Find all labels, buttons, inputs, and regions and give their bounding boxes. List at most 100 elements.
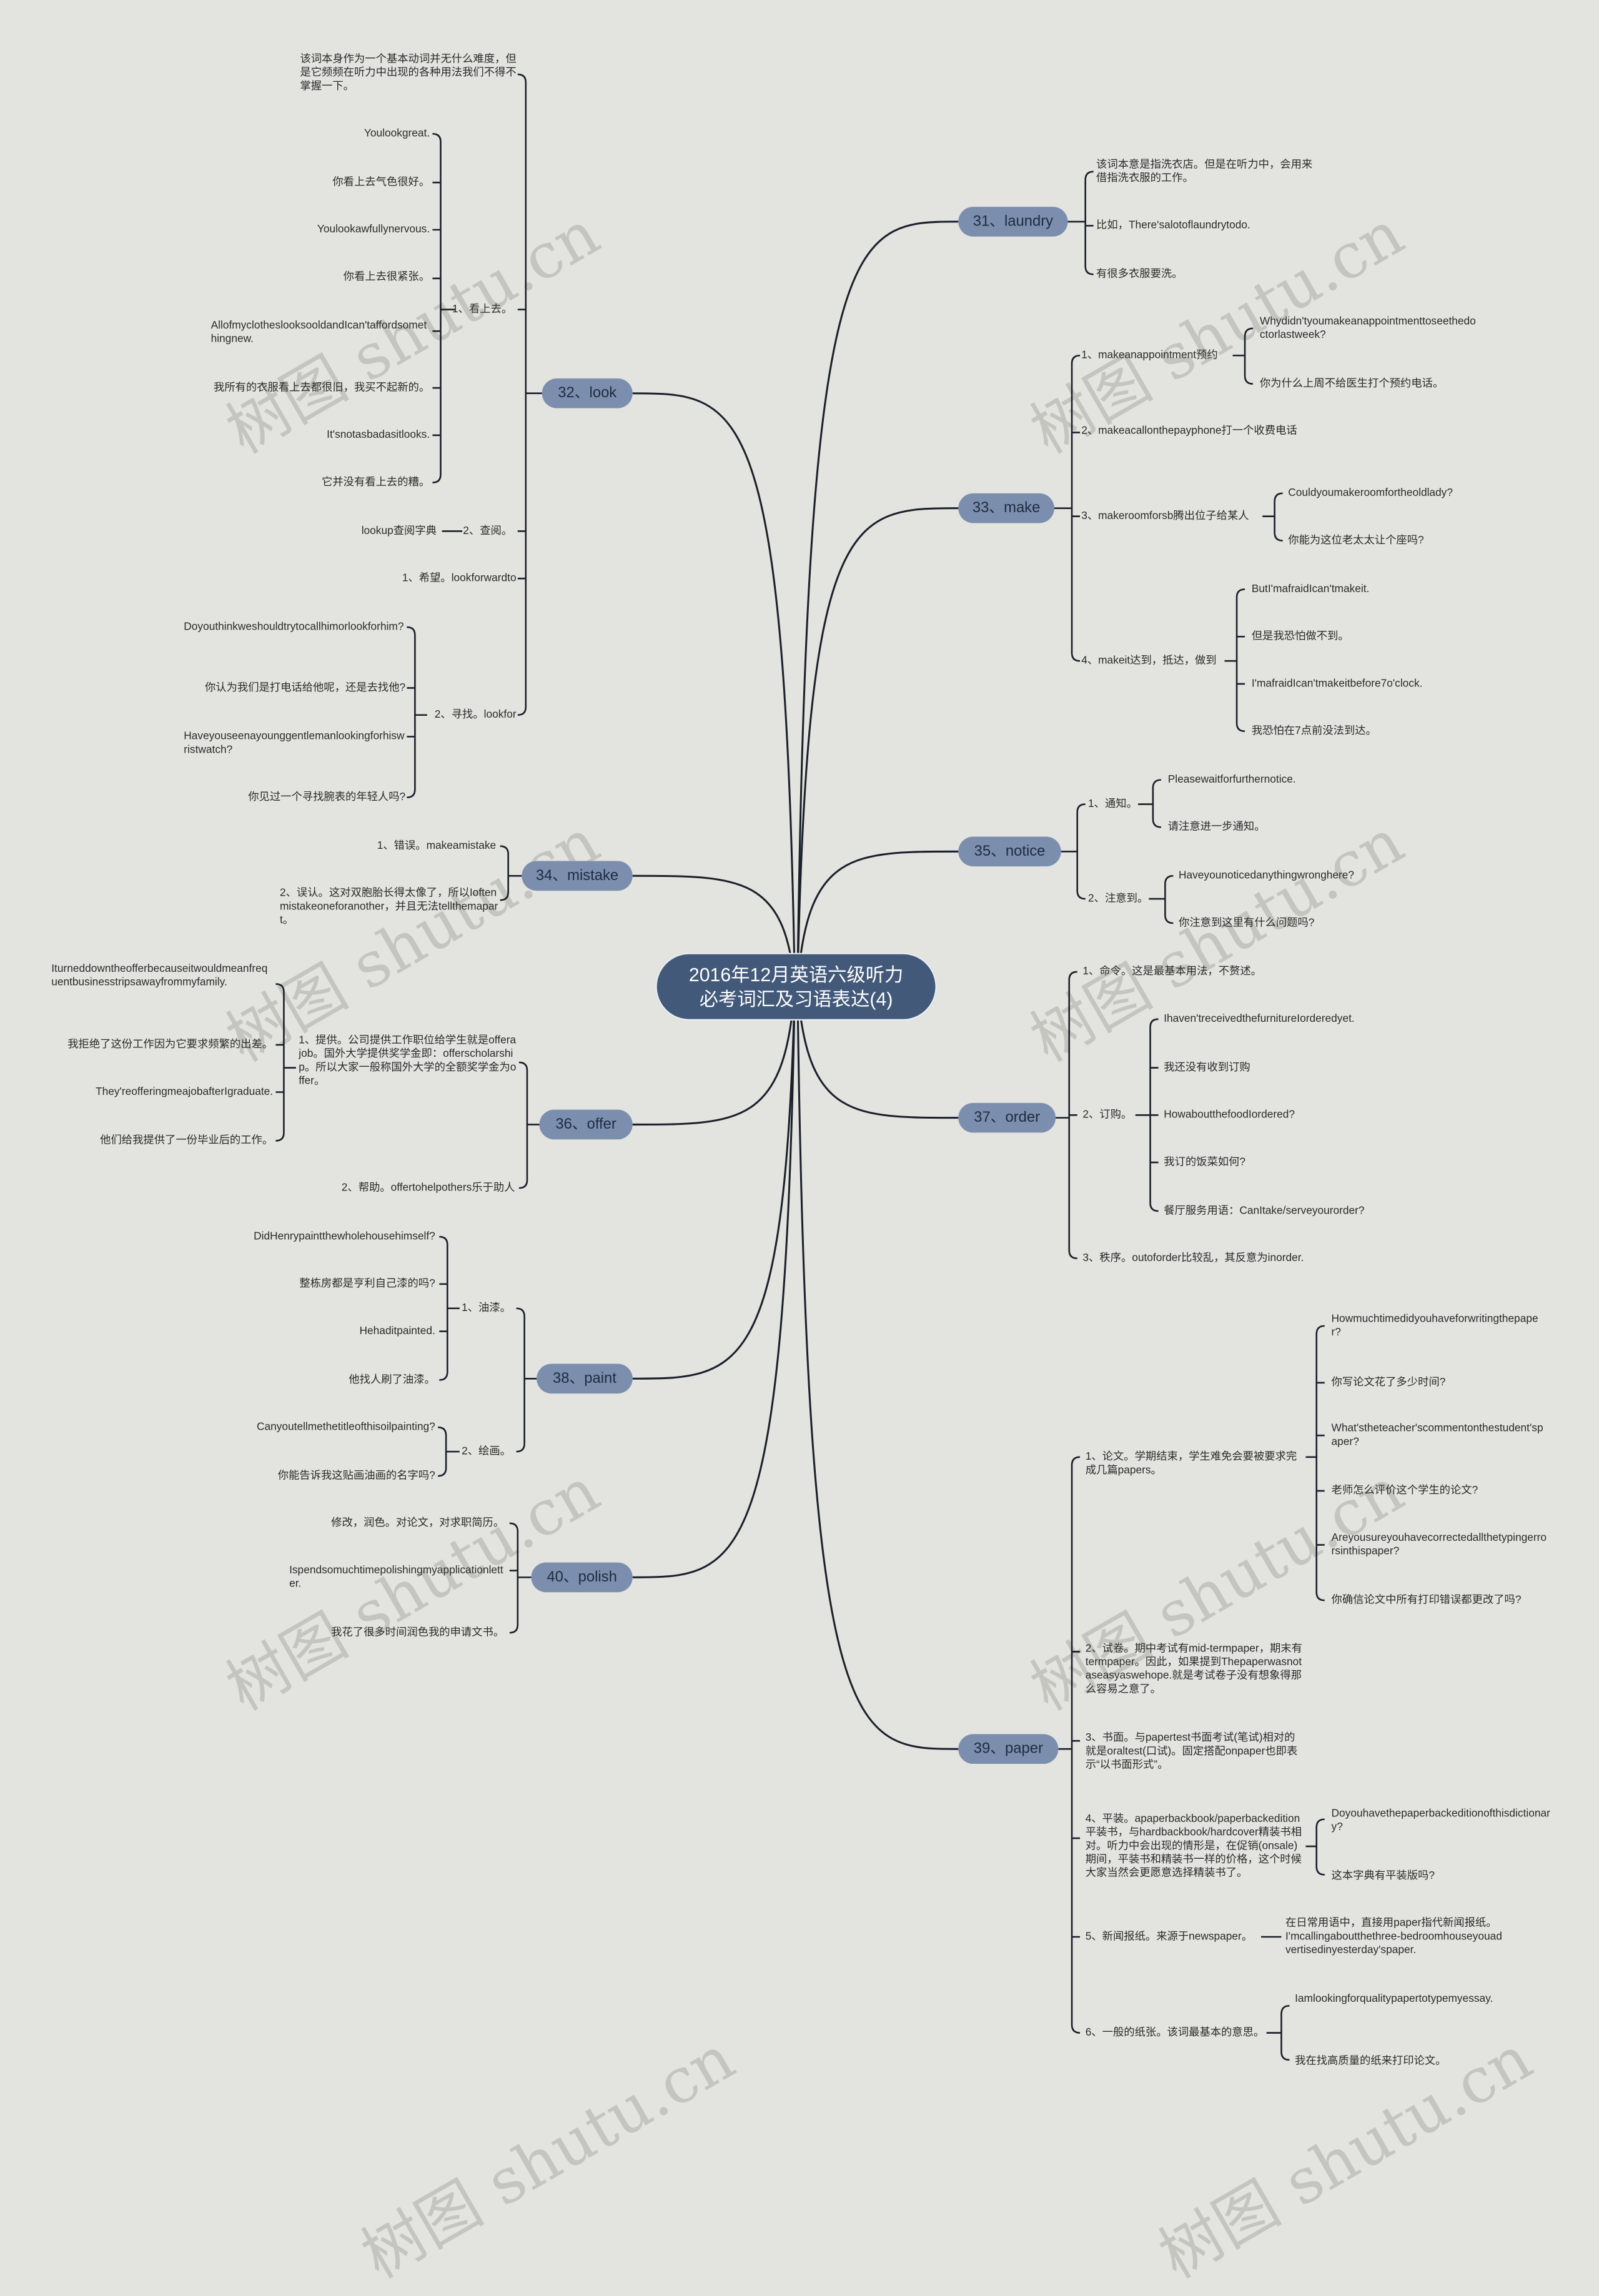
sense: 2、makeacallonthepayphone打一个收费电话 bbox=[1081, 424, 1297, 437]
example: 你能为这位老太太让个座吗? bbox=[1288, 533, 1424, 547]
sense: 4、平装。apaperbackbook/paperbackedition平装书，… bbox=[1085, 1812, 1302, 1879]
example: Pleasewaitforfurthernotice. bbox=[1167, 773, 1296, 786]
example: 它并没有看上去的糟。 bbox=[322, 475, 430, 488]
example: 你看上去很紧张。 bbox=[343, 270, 430, 283]
example: Iamlookingforqualitypapertotypemyessay. bbox=[1295, 1992, 1493, 2005]
sense: 1、通知。 bbox=[1088, 797, 1137, 810]
bracket-connector bbox=[516, 1307, 537, 1453]
example: I'mafraidIcan'tmakeitbefore7o'clock. bbox=[1251, 677, 1423, 690]
bracket-connector bbox=[1262, 492, 1283, 542]
sense: 2、绘画。 bbox=[462, 1445, 511, 1457]
bracket-connector bbox=[438, 1426, 460, 1477]
bracket-connector bbox=[517, 73, 542, 716]
bracket-connector bbox=[509, 1522, 532, 1634]
sense: 1、命令。这是最基本用法，不赘述。 bbox=[1082, 965, 1262, 977]
sense: 1、论文。学期结束，学生难免会要被要求完成几篇papers。 bbox=[1085, 1450, 1297, 1477]
bracket-connector bbox=[1305, 1818, 1325, 1876]
branch-connector bbox=[796, 986, 959, 1750]
leaf: 2、误认。这对双胞胎长得太像了，所以Ioftenmistakeoneforano… bbox=[279, 886, 498, 926]
sense: 3、书面。与papertest书面考试(笔试)相对的就是oraltest(口试)… bbox=[1085, 1731, 1298, 1771]
branch-connector bbox=[796, 220, 959, 987]
leaf: 有很多衣服要洗。 bbox=[1096, 267, 1183, 280]
example: 我所有的衣服看上去都很旧，我买不起新的。 bbox=[213, 381, 430, 393]
example: 你写论文花了多少时间? bbox=[1331, 1375, 1446, 1388]
bracket-connector bbox=[1232, 327, 1254, 385]
example: 我订的饭菜如何? bbox=[1164, 1155, 1246, 1168]
example: Ihaven'treceivedthefurnitureIorderedyet. bbox=[1164, 1012, 1355, 1025]
bracket-connector bbox=[1149, 874, 1174, 924]
sense: 1、希望。lookforwardto bbox=[402, 572, 517, 584]
example: Haveyouseenayounggentlemanlookingforhisw… bbox=[184, 730, 405, 756]
example: Couldyoumakeroomfortheoldlady? bbox=[1288, 487, 1453, 499]
leaf: 我花了很多时间润色我的申请文书。 bbox=[331, 1626, 505, 1638]
branch-offer[interactable]: 36、offer bbox=[539, 1109, 633, 1140]
example: 你能告诉我这贴画油画的名字吗? bbox=[277, 1469, 435, 1482]
branch-order[interactable]: 37、order bbox=[958, 1102, 1056, 1133]
sense: 1、makeanappointment预约 bbox=[1081, 349, 1218, 361]
branch-connector bbox=[796, 850, 959, 987]
bracket-connector bbox=[1061, 803, 1086, 900]
leaf: 比如，There'salotoflaundrytodo. bbox=[1096, 219, 1250, 232]
branch-paint[interactable]: 38、paint bbox=[537, 1363, 633, 1394]
branch-mistake[interactable]: 34、mistake bbox=[522, 861, 633, 891]
example: 但是我恐怕做不到。 bbox=[1251, 630, 1349, 642]
example: 我拒绝了这份工作因为它要求频繁的出差。 bbox=[67, 1037, 274, 1051]
bracket-connector bbox=[500, 845, 522, 901]
branch-notice[interactable]: 35、notice bbox=[958, 836, 1061, 867]
branch-connector bbox=[796, 507, 959, 987]
example: Youlookgreat. bbox=[364, 127, 430, 139]
example: Canyoutellmethetitleofthisoilpainting? bbox=[256, 1420, 435, 1433]
leaf: 1、错误。makeamistake bbox=[377, 839, 497, 852]
branch-connector bbox=[632, 986, 796, 1578]
example: 他找人刷了油漆。 bbox=[349, 1373, 435, 1386]
sense: 2、订购。 bbox=[1082, 1108, 1132, 1121]
branch-polish[interactable]: 40、polish bbox=[531, 1562, 633, 1593]
sense: 1、油漆。 bbox=[462, 1301, 511, 1314]
sense: 5、新闻报纸。来源于newspaper。 bbox=[1085, 1930, 1253, 1942]
connector-lines bbox=[275, 73, 1325, 2061]
example: Haveyounoticedanythingwronghere? bbox=[1179, 869, 1355, 881]
branch-look[interactable]: 32、look bbox=[542, 378, 633, 408]
sense: 6、一般的纸张。该词最基本的意思。 bbox=[1085, 2026, 1265, 2039]
sense: 2、寻找。lookfor bbox=[434, 708, 517, 721]
bracket-connector bbox=[1135, 1018, 1159, 1212]
example: 你确信论文中所有打印错误都更改了吗? bbox=[1331, 1593, 1522, 1606]
example: lookup查阅字典 bbox=[361, 524, 437, 537]
mind-map-canvas: 树图 shutu.cn 树图 shutu.cn 树图 shutu.cn 树图 s… bbox=[51, 52, 1550, 2292]
example: What'stheteacher'scommentonthestudent'sp… bbox=[1331, 1422, 1543, 1448]
example: 老师怎么评价这个学生的论文? bbox=[1331, 1484, 1478, 1497]
example: 整栋房都是亨利自己漆的吗? bbox=[299, 1277, 435, 1290]
sense: 4、makeit达到，抵达，做到 bbox=[1081, 654, 1217, 666]
example: Areyousureyouhavecorrectedallthetypinger… bbox=[1331, 1531, 1547, 1557]
example: 他们给我提供了一份毕业后的工作。 bbox=[100, 1134, 274, 1147]
example: 你为什么上周不给医生打个预约电话。 bbox=[1259, 377, 1444, 390]
branch-make[interactable]: 33、make bbox=[958, 493, 1054, 523]
example: It'snotasbadasitlooks. bbox=[327, 428, 430, 441]
example: 这本字典有平装版吗? bbox=[1331, 1869, 1435, 1882]
branch-connector bbox=[632, 986, 796, 1380]
branch-laundry[interactable]: 31、laundry bbox=[958, 207, 1068, 237]
example: ButI'mafraidIcan'tmakeit. bbox=[1251, 582, 1370, 595]
branch-paper[interactable]: 39、paper bbox=[958, 1734, 1059, 1764]
branch-connector bbox=[632, 986, 796, 1126]
sense: 3、秩序。outoforder比较乱，其反意为inorder. bbox=[1082, 1251, 1304, 1264]
bracket-connector bbox=[1305, 1325, 1325, 1601]
example: 我在找高质量的纸来打印论文。 bbox=[1295, 2054, 1447, 2067]
example: Howmuchtimedidyouhaveforwritingthepaper? bbox=[1331, 1312, 1538, 1339]
intro: 该词本身作为一个基本动词并无什么难度，但是它频频在听力中出现的各种用法我们不得不… bbox=[300, 52, 517, 92]
sense: 1、提供。公司提供工作职位给学生就是offerajob。国外大学提供奖学金即：o… bbox=[299, 1034, 517, 1087]
bracket-connector bbox=[1054, 354, 1081, 662]
bracket-connector bbox=[1058, 1456, 1081, 2034]
example: Doyouhavethepaperbackeditionofthisdictio… bbox=[1331, 1807, 1550, 1833]
leaf: 修改，润色。对论文，对求职简历。 bbox=[331, 1517, 505, 1529]
sense: 1、看上去。 bbox=[452, 302, 513, 315]
example: 我恐怕在7点前没法到达。 bbox=[1251, 724, 1377, 737]
bracket-connector bbox=[518, 1061, 540, 1189]
sense: 2、试卷。期中考试有mid-termpaper，期末有termpaper。因此，… bbox=[1085, 1642, 1302, 1695]
bracket-connector bbox=[275, 983, 296, 1142]
example: Iturneddowntheofferbecauseitwouldmeanfre… bbox=[51, 962, 268, 988]
central-topic[interactable]: 2016年12月英语六级听力必考词汇及习语表达(4) bbox=[655, 953, 937, 1021]
example: DidHenrypaintthewholehousehimself? bbox=[254, 1230, 435, 1242]
example: 你认为我们是打电话给他呢，还是去找他? bbox=[204, 681, 406, 694]
example: 你看上去气色很好。 bbox=[332, 176, 430, 188]
